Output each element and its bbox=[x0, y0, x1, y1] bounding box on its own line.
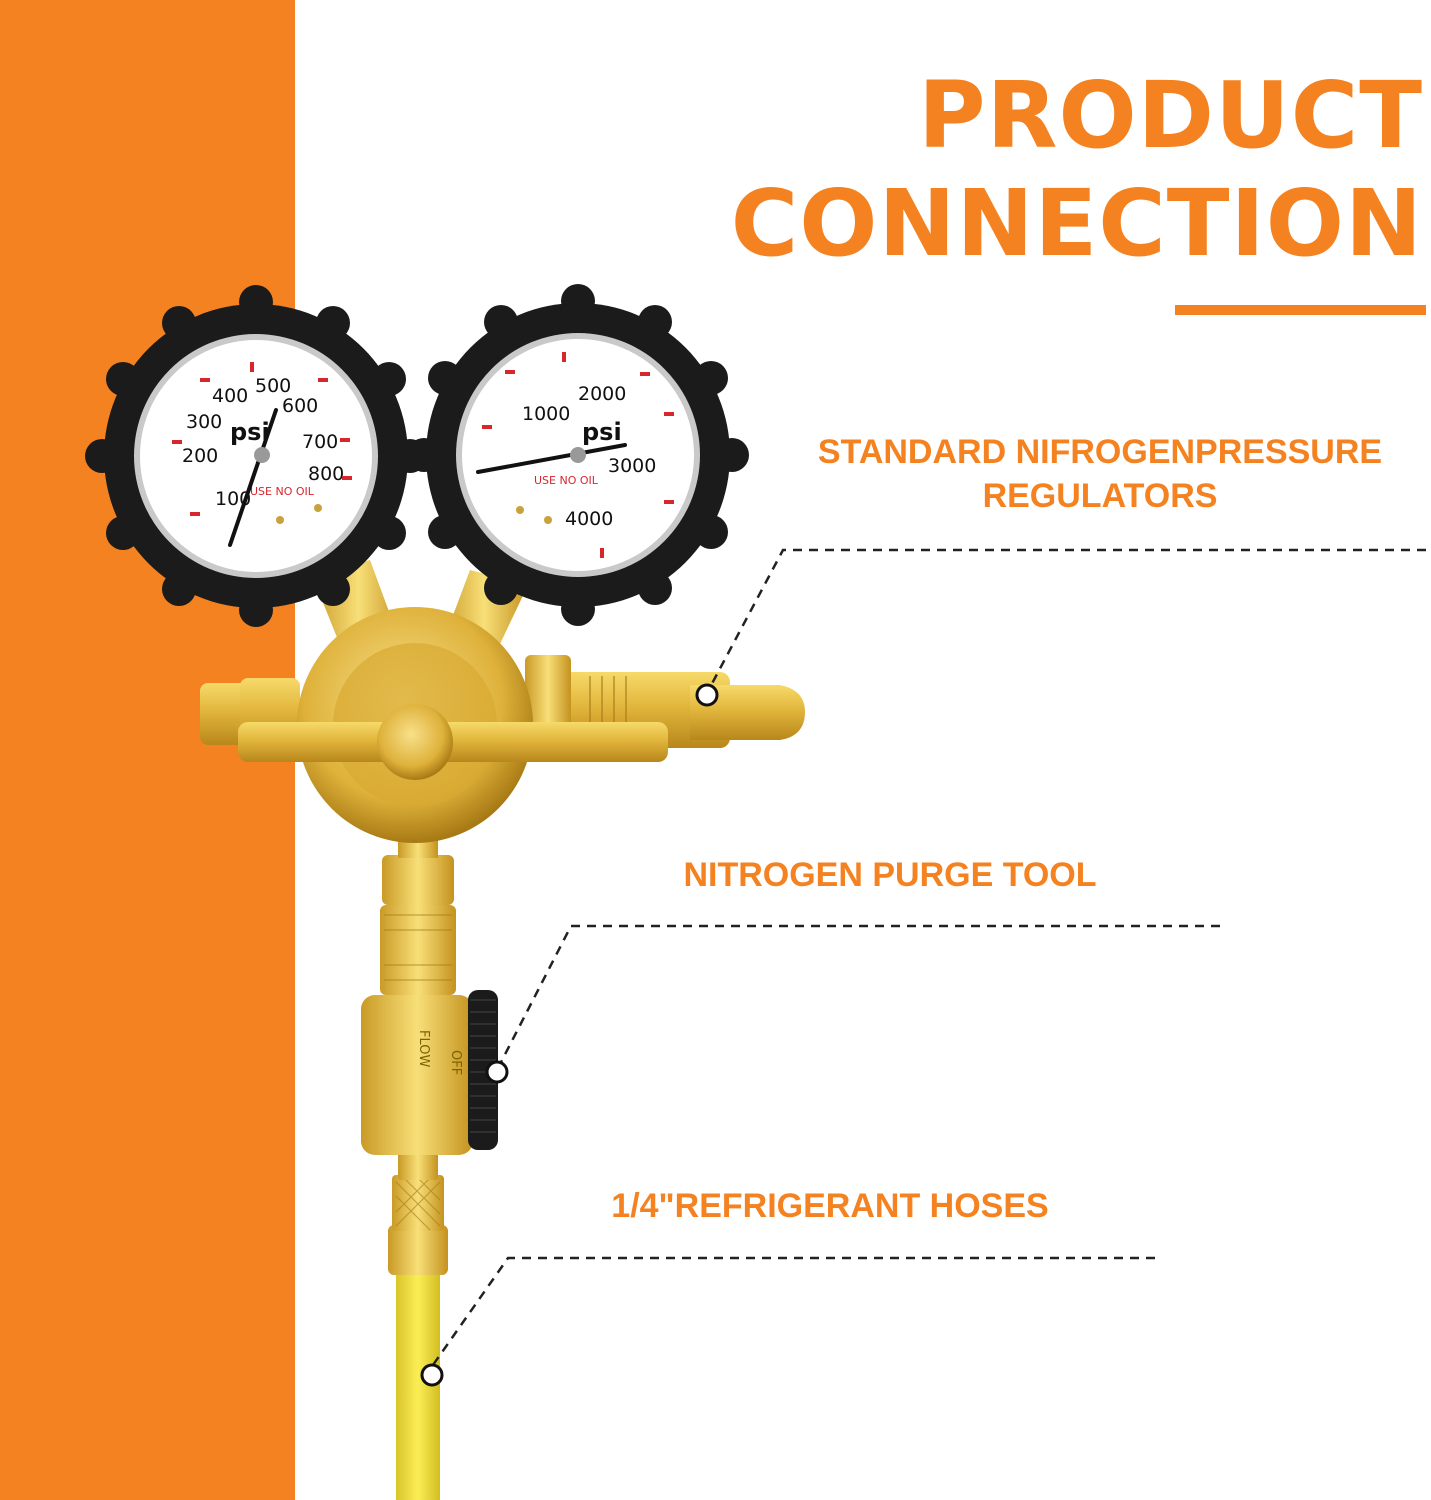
high-gauge-mark-2000: 2000 bbox=[578, 383, 626, 405]
callout-regulators: STANDARD NIFROGENPRESSURE REGULATORS bbox=[780, 430, 1420, 518]
low-gauge-hub bbox=[254, 447, 270, 463]
knob-ridges bbox=[470, 999, 496, 1133]
high-gauge-mark-3000: 3000 bbox=[608, 455, 656, 477]
high-gauge-screw bbox=[516, 506, 524, 514]
low-gauge-needle bbox=[228, 408, 278, 547]
title-underline bbox=[1175, 305, 1426, 315]
low-gauge-mark-400: 400 bbox=[212, 385, 248, 407]
callout-dot-hoses bbox=[420, 1363, 444, 1387]
callout-purge-tool: NITROGEN PURGE TOOL bbox=[683, 856, 1097, 894]
callout-leader-lines bbox=[431, 548, 1426, 1366]
hose-nut-knurling bbox=[395, 1177, 441, 1231]
callout-hoses: 1/4"REFRIGERANT HOSES bbox=[611, 1187, 1049, 1225]
high-gauge-red-ticks bbox=[482, 352, 674, 558]
inlet-nipple bbox=[690, 685, 805, 740]
low-gauge-mark-200: 200 bbox=[182, 445, 218, 467]
coupler-knurling bbox=[384, 914, 452, 981]
leader-hoses bbox=[431, 1256, 1155, 1366]
quick-coupler bbox=[380, 905, 456, 995]
high-gauge-unit: psi bbox=[582, 418, 622, 446]
hose-crimp-fitting bbox=[388, 1225, 448, 1275]
regulator-outlet-hex bbox=[382, 855, 454, 905]
low-gauge-red-ticks bbox=[172, 362, 352, 516]
title-line-2: CONNECTION bbox=[730, 170, 1423, 277]
leader-purge-tool bbox=[495, 924, 1220, 1071]
low-gauge-screw bbox=[314, 504, 322, 512]
low-gauge-mark-500: 500 bbox=[255, 375, 291, 397]
low-pressure-gauge: 100 200 300 400 500 600 700 800 psi USE … bbox=[85, 285, 427, 627]
low-gauge-screw bbox=[276, 516, 284, 524]
purge-valve-body bbox=[361, 995, 473, 1155]
callout-dot-regulators bbox=[695, 683, 719, 707]
high-gauge-mark-4000: 4000 bbox=[565, 508, 613, 530]
high-gauge-warning: USE NO OIL bbox=[534, 474, 599, 487]
low-gauge-unit: psi bbox=[230, 418, 270, 446]
low-gauge-mark-300: 300 bbox=[186, 411, 222, 433]
purge-valve-knob bbox=[468, 990, 498, 1150]
high-gauge-hub bbox=[570, 447, 586, 463]
valve-off-label: OFF bbox=[448, 1050, 463, 1075]
high-gauge-mark-1000: 1000 bbox=[522, 403, 570, 425]
low-gauge-warning: USE NO OIL bbox=[250, 485, 315, 498]
high-gauge-boot-teeth bbox=[407, 284, 749, 626]
low-gauge-boot-teeth bbox=[85, 285, 427, 627]
page-title: PRODUCT CONNECTION bbox=[731, 62, 1423, 278]
callout-regulators-line-1: STANDARD NIFROGENPRESSURE bbox=[817, 433, 1383, 471]
low-gauge-mark-700: 700 bbox=[302, 431, 338, 453]
t-handle-hub bbox=[377, 704, 453, 780]
leader-regulators bbox=[705, 548, 1426, 694]
title-line-1: PRODUCT bbox=[918, 62, 1423, 169]
callout-regulators-line-2: REGULATORS bbox=[982, 477, 1218, 515]
high-gauge-screw bbox=[544, 516, 552, 524]
valve-outlet-hex bbox=[398, 1148, 438, 1180]
low-gauge-mark-600: 600 bbox=[282, 395, 318, 417]
low-gauge-mark-800: 800 bbox=[308, 463, 344, 485]
regulator-outlet-stem bbox=[398, 838, 438, 858]
high-gauge-needle bbox=[476, 443, 627, 474]
high-pressure-gauge: 1000 2000 3000 4000 psi USE NO OIL bbox=[407, 284, 749, 626]
callout-dot-purge-tool bbox=[485, 1060, 509, 1084]
valve-flow-label: FLOW bbox=[416, 1030, 431, 1067]
